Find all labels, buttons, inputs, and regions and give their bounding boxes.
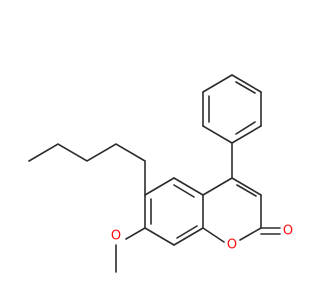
molecule-structure: O O O xyxy=(28,74,293,273)
pyrone-ring xyxy=(202,177,262,243)
atom-label-o-carbonyl: O xyxy=(283,224,293,239)
carbonyl-bond xyxy=(260,227,281,235)
hexyl-chain xyxy=(28,143,146,196)
phenyl-ring xyxy=(202,74,262,144)
methoxy-group xyxy=(115,227,146,273)
benzo-ring xyxy=(144,177,204,246)
atom-label-o-ether: O xyxy=(111,229,121,244)
atom-label-o-ring: O xyxy=(227,238,237,253)
